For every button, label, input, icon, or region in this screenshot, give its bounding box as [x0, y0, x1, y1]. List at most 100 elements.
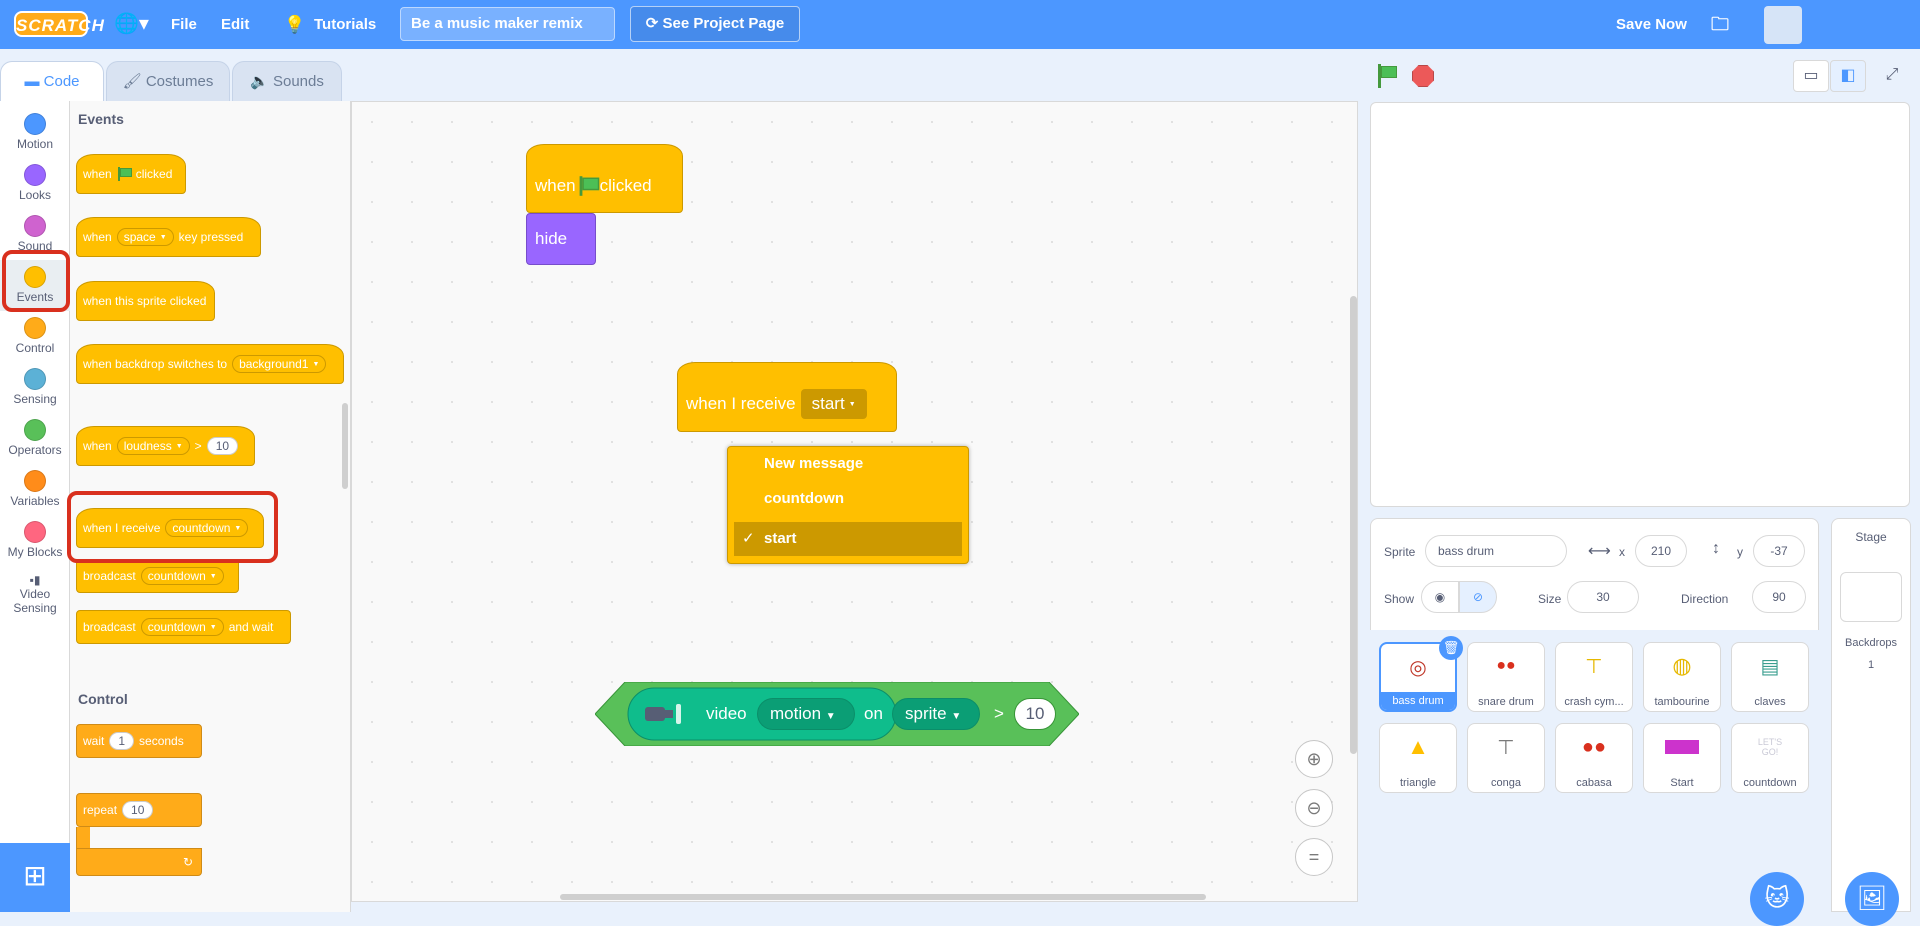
broadcast-and-wait-block[interactable]: broadcast countdown and wait — [76, 610, 291, 644]
when-key-pressed-block[interactable]: when space key pressed — [76, 217, 261, 257]
workspace-horizontal-scrollbar[interactable] — [560, 894, 1206, 900]
language-globe-icon[interactable]: 🌐▾ — [114, 13, 149, 35]
message-dropdown[interactable]: countdown — [165, 519, 249, 537]
tutorials-menu[interactable]: Tutorials — [314, 16, 377, 33]
countdown-thumb: LET'S GO! — [1757, 737, 1783, 757]
category-looks[interactable]: Looks — [0, 158, 70, 209]
sprite-card-cabasa[interactable]: ●●cabasa — [1555, 723, 1633, 793]
choose-backdrop-button[interactable]: 🖼 — [1845, 872, 1899, 926]
snare-drum-icon: ●● — [1496, 657, 1516, 674]
category-control[interactable]: Control — [0, 311, 70, 362]
category-video-sensing[interactable]: ▪▮Video Sensing — [0, 571, 70, 631]
block-palette: Events when clicked when space key press… — [70, 101, 351, 912]
block-text: when backdrop switches to — [83, 357, 228, 371]
category-sound[interactable]: Sound — [0, 209, 70, 260]
control-heading: Control — [78, 691, 128, 707]
block-text: key pressed — [178, 230, 244, 244]
scratch-logo[interactable]: SCRATCH — [14, 11, 104, 37]
motion-dot-icon — [24, 113, 46, 135]
broadcast-dropdown[interactable]: countdown — [140, 567, 224, 585]
sprite-card-start[interactable]: Start — [1643, 723, 1721, 793]
sprite-card-bass-drum[interactable]: ◎bass drum — [1379, 642, 1457, 712]
fullscreen-button[interactable]: ⤢ — [1874, 60, 1910, 92]
script-when-i-receive-block[interactable]: when I receive start — [677, 362, 897, 432]
wait-value-input[interactable]: 1 — [109, 732, 135, 750]
green-flag-icon[interactable] — [1375, 64, 1397, 88]
category-motion[interactable]: Motion — [0, 107, 70, 158]
sprite-card-snare-drum[interactable]: ●●snare drum — [1467, 642, 1545, 712]
events-highlight-box — [2, 250, 70, 312]
size-input[interactable]: 30 — [1567, 581, 1639, 613]
stage-canvas[interactable] — [1370, 102, 1910, 507]
when-i-receive-block[interactable]: when I receive countdown — [76, 508, 264, 548]
sprite-card-crash-cymbal[interactable]: ⊤crash cym... — [1555, 642, 1633, 712]
direction-input[interactable]: 90 — [1752, 581, 1806, 613]
hide-sprite-button[interactable]: ⊘ — [1459, 581, 1497, 613]
tab-code-label: Code — [43, 73, 80, 90]
category-sensing[interactable]: Sensing — [0, 362, 70, 413]
when-backdrop-switches-block[interactable]: when backdrop switches to background1 — [76, 344, 344, 384]
when-sprite-clicked-block[interactable]: when this sprite clicked — [76, 281, 215, 321]
file-menu[interactable]: File — [171, 16, 197, 33]
sprite-name: conga — [1491, 777, 1521, 789]
repeat-value-input[interactable]: 10 — [122, 801, 154, 819]
sprite-name-input[interactable]: bass drum — [1425, 535, 1567, 567]
tab-sounds[interactable]: 🔈 Sounds — [232, 61, 342, 101]
category-menu: Motion Looks Sound Events Control Sensin… — [0, 101, 70, 912]
edit-menu[interactable]: Edit — [221, 16, 250, 33]
small-stage-button[interactable]: ▭ — [1793, 60, 1829, 92]
key-dropdown[interactable]: space — [116, 228, 174, 246]
script-hide-block[interactable]: hide — [526, 213, 596, 265]
add-extension-button[interactable]: ⊞ — [0, 843, 70, 912]
backdrop-thumbnail[interactable] — [1840, 572, 1902, 622]
workspace-vertical-scrollbar[interactable] — [1350, 296, 1357, 754]
script-message-dropdown[interactable]: start — [800, 389, 867, 419]
stop-sign-icon[interactable] — [1412, 65, 1434, 87]
menu-option-new-message[interactable]: New message — [764, 455, 864, 472]
y-input[interactable]: -37 — [1753, 535, 1805, 567]
tab-code[interactable]: ▬ Code — [0, 61, 104, 103]
menu-option-start[interactable]: ✓ start — [734, 522, 962, 556]
project-title-input[interactable]: Be a music maker remix — [400, 7, 615, 41]
sprite-card-claves[interactable]: ▤claves — [1731, 642, 1809, 712]
zoom-out-button[interactable]: ⊖ — [1295, 789, 1333, 827]
user-avatar[interactable] — [1764, 6, 1802, 44]
eye-slash-icon: ⊘ — [1472, 590, 1484, 604]
compare-value-input[interactable]: 10 — [1014, 698, 1056, 730]
choose-sprite-button[interactable]: 🐱 — [1750, 872, 1804, 926]
see-project-page-button[interactable]: ⟳ See Project Page — [630, 6, 800, 42]
palette-scrollbar[interactable] — [342, 403, 348, 489]
backdrop-count: 1 — [1867, 659, 1875, 671]
when-flag-clicked-block[interactable]: when clicked — [76, 154, 186, 194]
category-my-blocks[interactable]: My Blocks — [0, 515, 70, 566]
wait-seconds-block[interactable]: wait 1 seconds — [76, 724, 202, 758]
broadcast-block[interactable]: broadcast countdown — [76, 559, 239, 593]
category-operators[interactable]: Operators — [0, 413, 70, 464]
receive-block-highlight-box — [67, 491, 278, 563]
video-attribute-dropdown[interactable]: motion ▼ — [757, 698, 855, 730]
sprite-card-conga[interactable]: ⊤conga — [1467, 723, 1545, 793]
script-when-flag-clicked-block[interactable]: when clicked — [526, 144, 683, 213]
save-now-button[interactable]: Save Now — [1616, 16, 1687, 33]
large-stage-button[interactable]: ◧ — [1830, 60, 1866, 92]
when-loudness-block[interactable]: when loudness > 10 — [76, 426, 255, 466]
show-sprite-button[interactable]: ◉ — [1421, 581, 1459, 613]
tab-costumes[interactable]: 🖌 Costumes — [106, 61, 230, 101]
video-subject-dropdown[interactable]: sprite ▼ — [892, 698, 980, 730]
menu-option-countdown[interactable]: countdown — [764, 490, 844, 507]
sprite-card-tambourine[interactable]: ◍tambourine — [1643, 642, 1721, 712]
sprite-card-countdown[interactable]: LET'S GO!countdown — [1731, 723, 1809, 793]
backdrop-dropdown[interactable]: background1 — [232, 355, 327, 373]
category-variables[interactable]: Variables — [0, 464, 70, 515]
zoom-reset-button[interactable]: = — [1295, 838, 1333, 876]
zoom-in-button[interactable]: ⊕ — [1295, 740, 1333, 778]
delete-sprite-trash-icon[interactable]: 🗑 — [1439, 636, 1463, 660]
my-stuff-folder-icon[interactable]: 🗀 — [1711, 14, 1729, 34]
x-input[interactable]: 210 — [1635, 535, 1687, 567]
loudness-value-input[interactable]: 10 — [206, 437, 239, 455]
repeat-block[interactable]: repeat 10 — [76, 793, 202, 827]
broadcast-wait-dropdown[interactable]: countdown — [140, 618, 224, 636]
loudness-dropdown[interactable]: loudness — [116, 437, 190, 455]
on-label: on — [864, 704, 883, 723]
sprite-card-triangle[interactable]: ▲triangle — [1379, 723, 1457, 793]
